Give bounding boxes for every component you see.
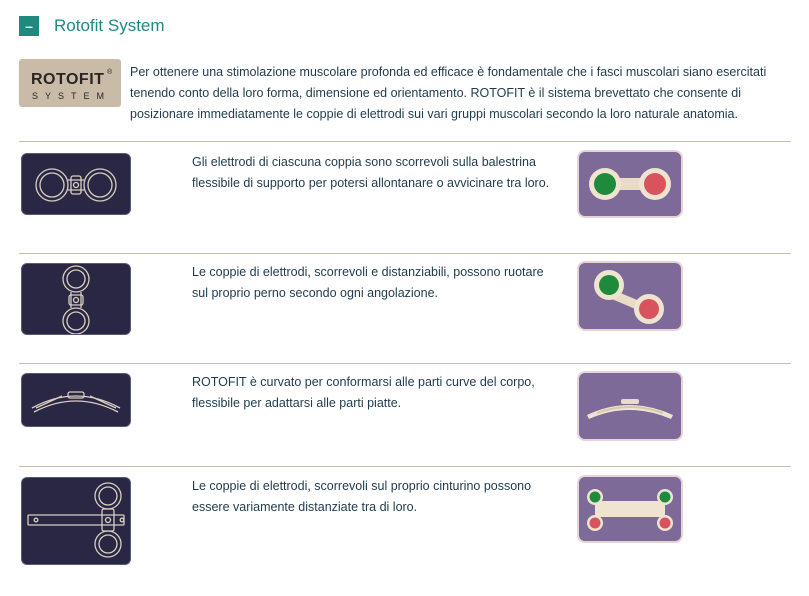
rotofit-logo: ROTOFIT ® SYSTEM	[19, 59, 121, 107]
belt-electrodes-diagram-icon	[21, 477, 131, 565]
divider	[19, 363, 791, 364]
divider	[19, 141, 791, 142]
section-title: Rotofit System	[54, 16, 165, 35]
feature-row-2: Le coppie di elettrodi, scorrevoli e dis…	[19, 262, 791, 342]
feature-text-2: Le coppie di elettrodi, scorrevoli e dis…	[192, 265, 544, 300]
intro-block: ROTOFIT ® SYSTEM Per ottenere una stimol…	[19, 59, 791, 125]
minus-icon: –	[25, 18, 33, 34]
feature-row-4: Le coppie di elettrodi, scorrevoli sul p…	[19, 476, 791, 572]
rotating-electrodes-photo	[579, 263, 681, 329]
divider	[19, 466, 791, 467]
logo-line2: SYSTEM	[32, 91, 111, 101]
curved-band-photo	[579, 373, 681, 439]
intro-text: Per ottenere una stimolazione muscolare …	[130, 65, 767, 121]
feature-text-4: Le coppie di elettrodi, scorrevoli sul p…	[192, 479, 532, 514]
feature-text-1: Gli elettrodi di ciascuna coppia sono sc…	[192, 155, 550, 190]
sliding-electrodes-photo	[579, 152, 681, 216]
logo-mark: ®	[107, 68, 113, 76]
divider	[19, 253, 791, 254]
logo-line1: ROTOFIT	[31, 71, 104, 88]
feature-row-3: ROTOFIT è curvato per conformarsi alle p…	[19, 372, 791, 452]
belt-electrodes-photo	[579, 477, 681, 541]
sliding-electrodes-diagram-icon	[21, 153, 131, 215]
curved-band-diagram-icon	[21, 373, 131, 427]
collapse-toggle-button[interactable]: –	[19, 16, 39, 36]
feature-text-3: ROTOFIT è curvato per conformarsi alle p…	[192, 375, 535, 410]
feature-row-1: Gli elettrodi di ciascuna coppia sono sc…	[19, 152, 791, 232]
section-header: – Rotofit System	[19, 15, 165, 37]
rotating-electrodes-diagram-icon	[21, 263, 131, 335]
